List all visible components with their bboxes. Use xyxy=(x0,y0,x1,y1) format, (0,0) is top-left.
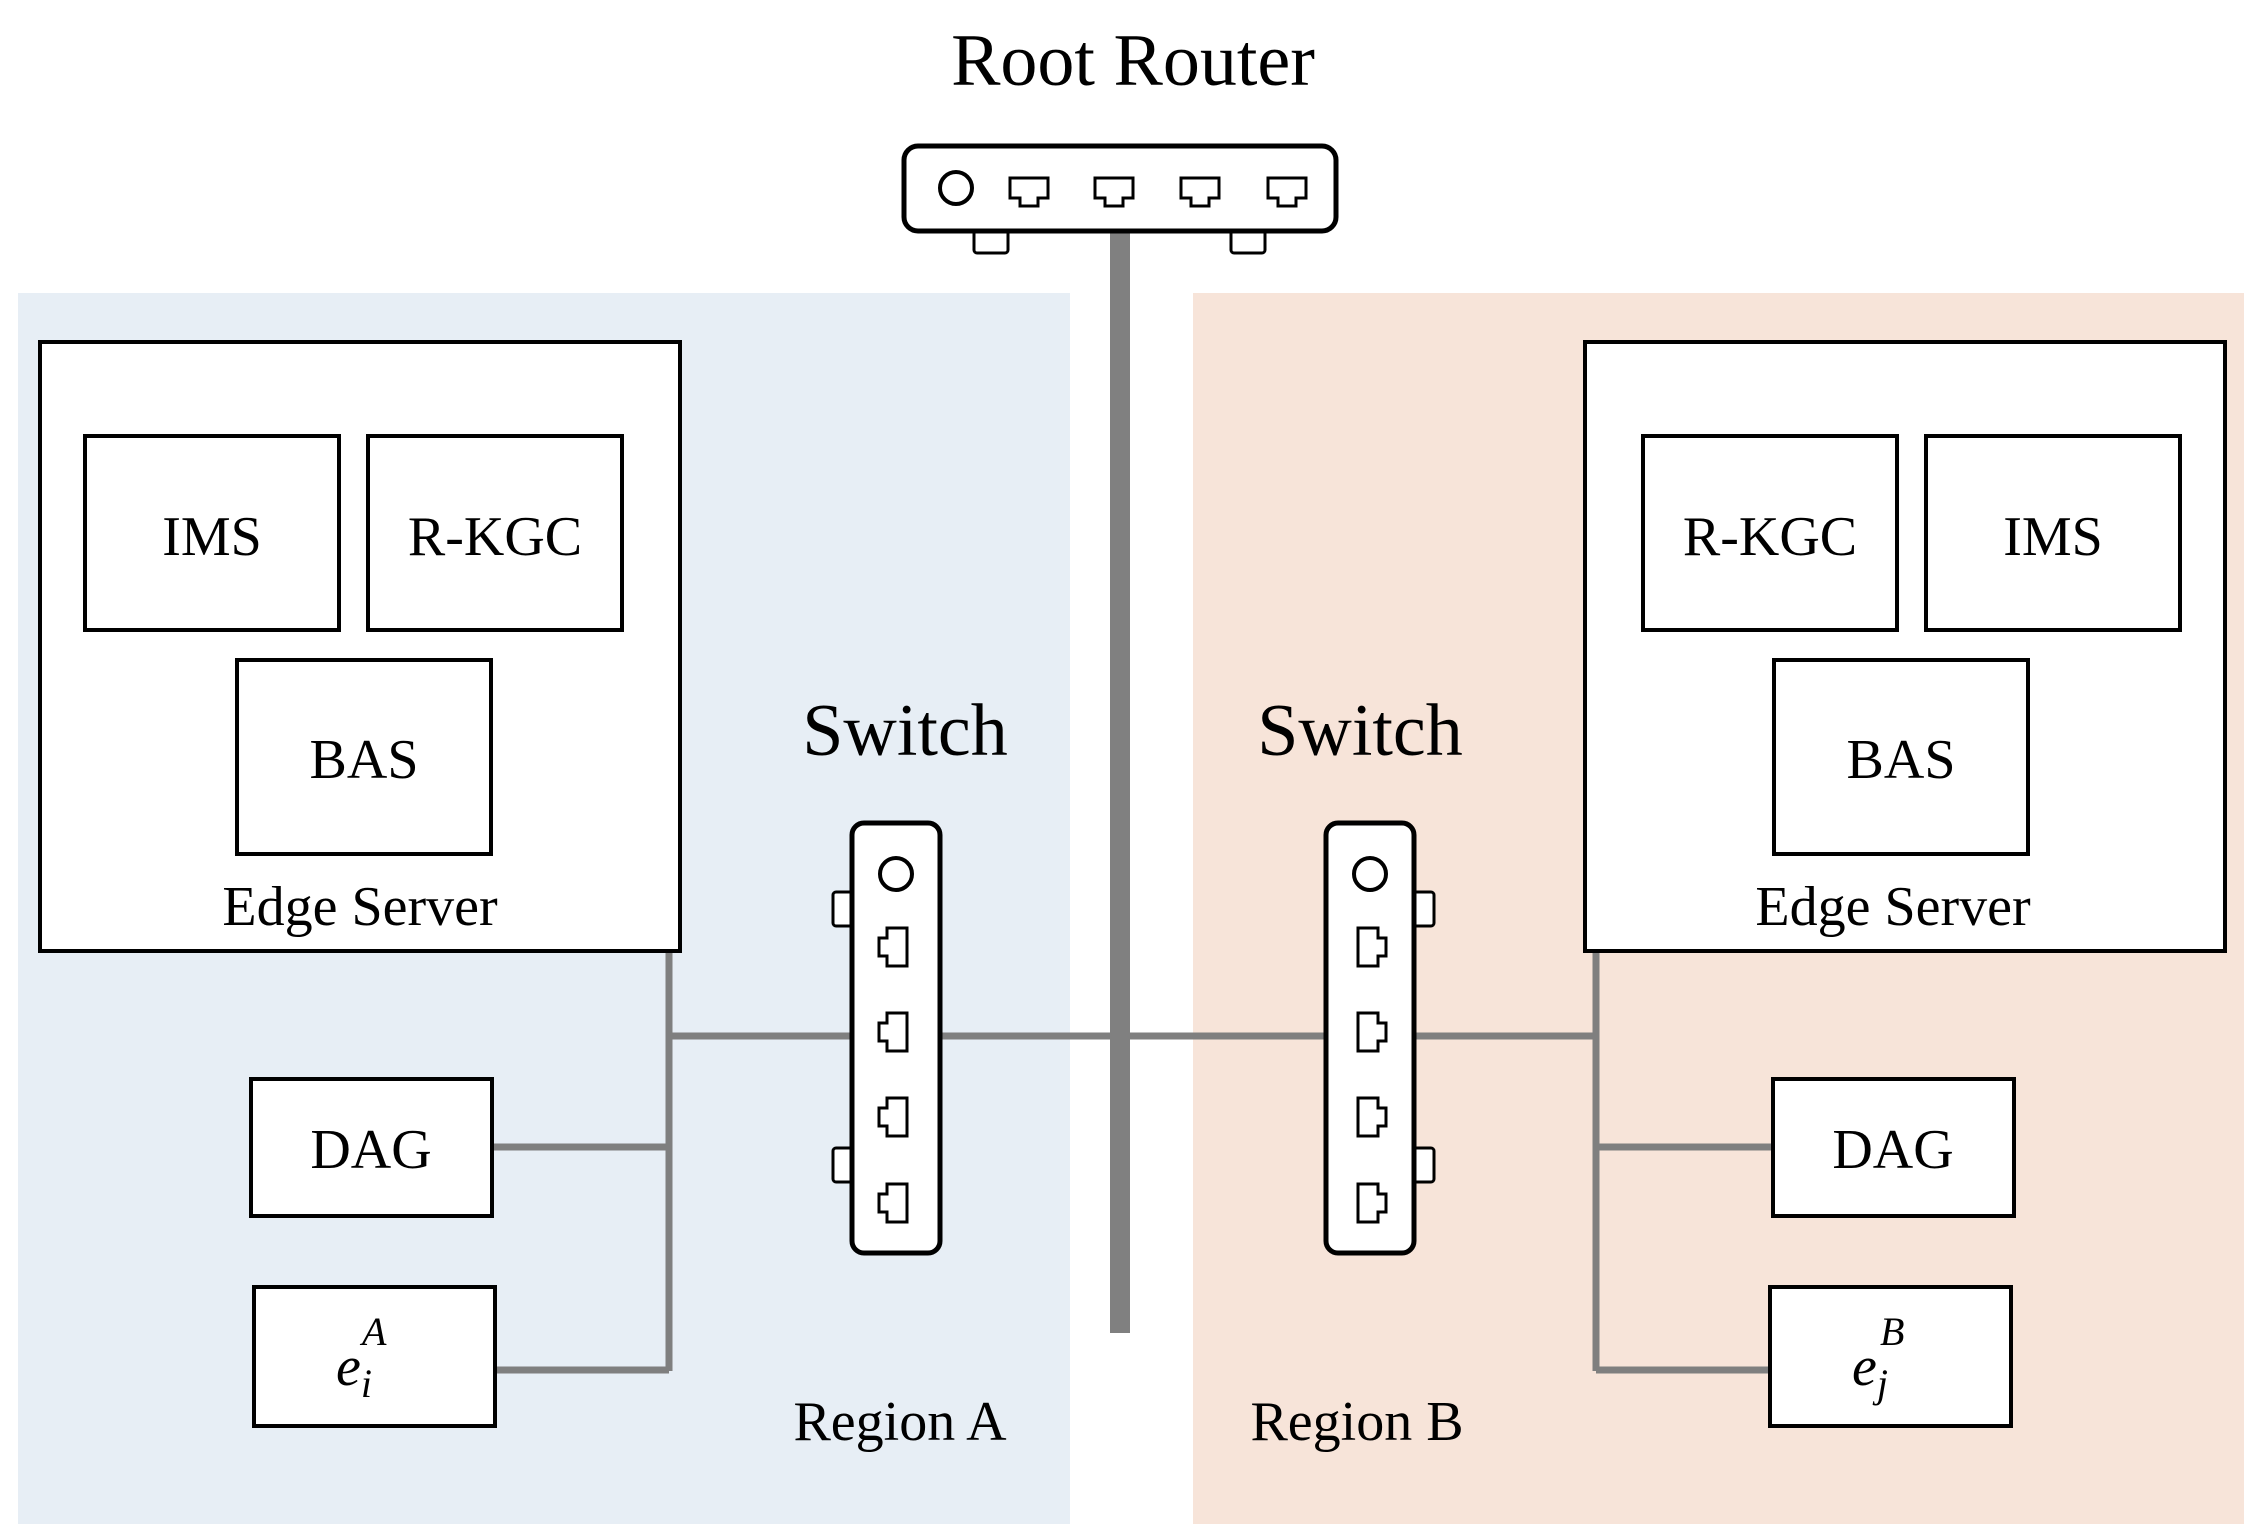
ethernet-port-icon xyxy=(1179,176,1221,208)
region-b-edge-server-label: Edge Server xyxy=(1755,876,2031,938)
region-b-rkgc-box xyxy=(1641,434,1899,632)
ethernet-port-icon xyxy=(1008,176,1050,208)
ethernet-port-icon xyxy=(877,1011,909,1053)
ethernet-port-icon xyxy=(877,1096,909,1138)
region-b-dag-label: DAG xyxy=(1832,1119,1953,1181)
region-b-entity-label: ejB xyxy=(1852,1309,1904,1406)
ethernet-port-icon xyxy=(1356,1096,1388,1138)
ethernet-port-icon xyxy=(1356,1182,1388,1224)
ethernet-port-icon xyxy=(1093,176,1135,208)
ethernet-port-icon xyxy=(1266,176,1308,208)
region-b-switch-label: Switch xyxy=(1257,690,1463,772)
ethernet-port-icon xyxy=(877,926,909,968)
region-b-dag-box xyxy=(1771,1077,2016,1218)
router-icon xyxy=(901,143,1339,255)
region-b-ims-box xyxy=(1924,434,2182,632)
region-a-switch-label: Switch xyxy=(802,690,1008,772)
region-a-edge-server: IMS R-KGC BAS Edge Server xyxy=(38,340,682,953)
region-a-edge-server-label: Edge Server xyxy=(222,876,498,938)
router-label: Root Router xyxy=(951,20,1315,102)
region-a-ims-box xyxy=(83,434,341,632)
region-b-edge-server: R-KGC IMS BAS Edge Server xyxy=(1583,340,2227,953)
ethernet-port-icon xyxy=(1356,926,1388,968)
region-b-label: Region B xyxy=(1250,1391,1463,1453)
region-a-ims-label: IMS xyxy=(162,506,262,568)
region-a-dag-box xyxy=(249,1077,494,1218)
region-a-bas-label: BAS xyxy=(310,729,419,791)
region-b-rkgc-label: R-KGC xyxy=(1683,506,1857,568)
ethernet-port-icon xyxy=(1356,1011,1388,1053)
region-b-bas-label: BAS xyxy=(1847,729,1956,791)
region-a-entity-label: eiA xyxy=(336,1309,387,1406)
region-b-ims-label: IMS xyxy=(2003,506,2103,568)
region-a-entity-box xyxy=(252,1285,497,1428)
region-a-bas-box xyxy=(235,658,493,856)
switch-icon xyxy=(831,820,943,1256)
region-a-dag-label: DAG xyxy=(310,1119,431,1181)
region-a-label: Region A xyxy=(793,1391,1007,1453)
region-b-entity-box xyxy=(1768,1285,2013,1428)
region-b-bas-box xyxy=(1772,658,2030,856)
region-a-rkgc-label: R-KGC xyxy=(408,506,582,568)
region-a-rkgc-box xyxy=(366,434,624,632)
ethernet-port-icon xyxy=(877,1182,909,1224)
switch-icon xyxy=(1323,820,1436,1256)
